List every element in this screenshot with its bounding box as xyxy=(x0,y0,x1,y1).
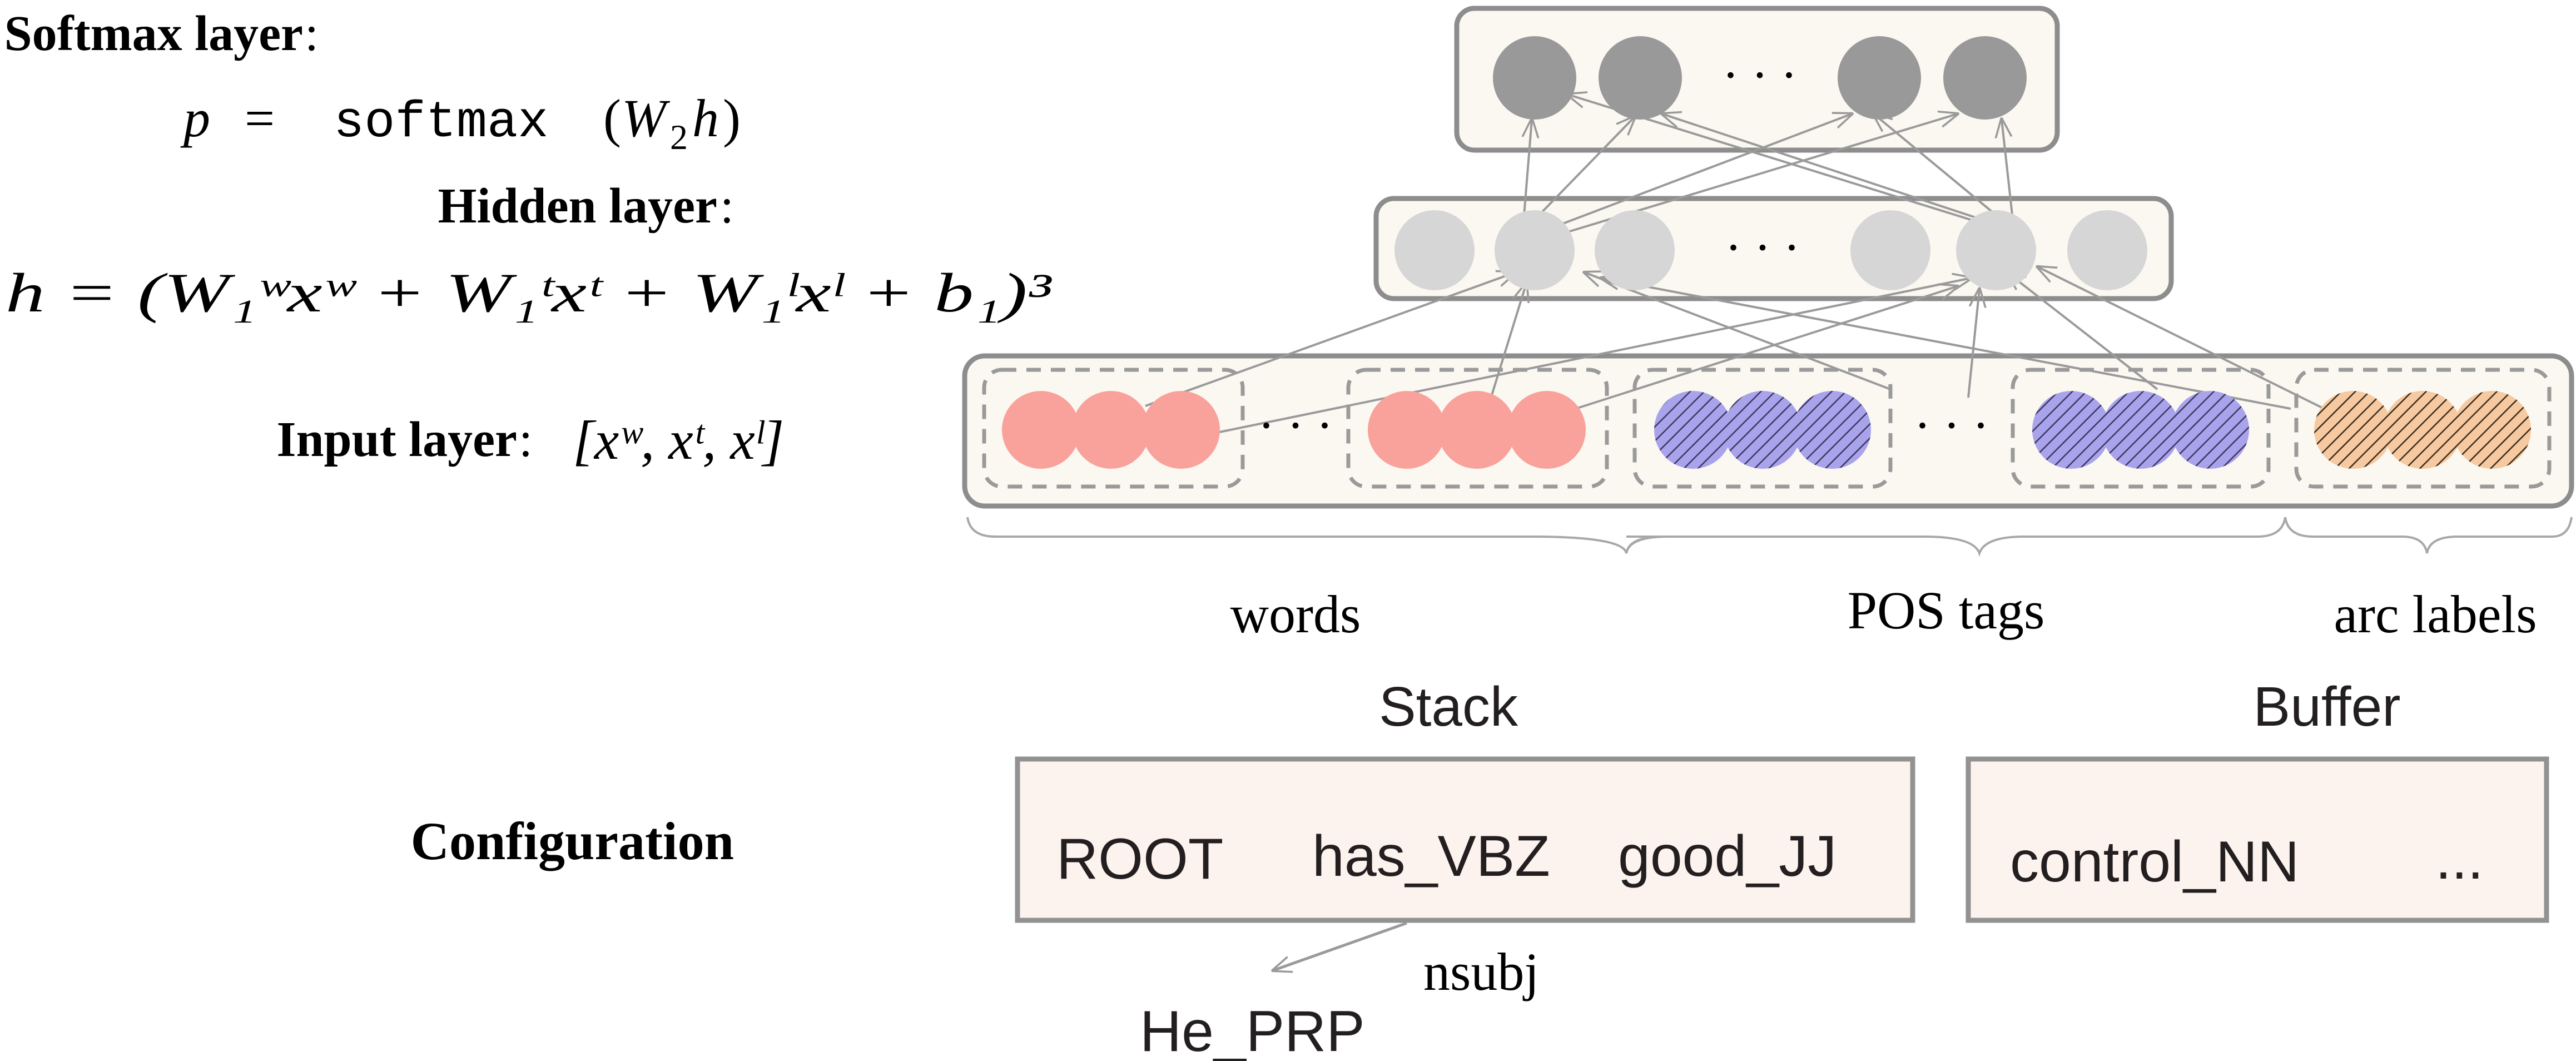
pos-node xyxy=(1654,391,1732,469)
pos-node xyxy=(1793,391,1871,469)
word-node xyxy=(1142,391,1220,469)
pos-node xyxy=(2032,391,2110,469)
pos-group-box-1 xyxy=(1632,368,1893,489)
arc-group-box xyxy=(2294,368,2552,489)
pos-node xyxy=(1724,391,1801,469)
arc-node xyxy=(2384,391,2461,469)
softmax-ellipsis: · · · xyxy=(1723,48,1798,103)
stack-item: ROOT xyxy=(1056,827,1223,891)
svg-text:2: 2 xyxy=(670,117,688,157)
svg-text:=: = xyxy=(245,88,275,148)
input-vector: [xʷ, xᵗ, xˡ] xyxy=(573,409,784,471)
connections-input-to-hidden xyxy=(1145,267,2325,440)
softmax-equation: p = softmax ( W 2 h ) xyxy=(180,88,741,157)
stack-box xyxy=(1015,756,1915,923)
arc-label-nsubj: nsubj xyxy=(1423,942,1539,1001)
softmax-layer-title: Softmax layer xyxy=(4,6,303,61)
arc-labels-group-label: arc labels xyxy=(2334,584,2537,644)
word-node xyxy=(1508,391,1586,469)
dependent-word: He_PRP xyxy=(1140,999,1365,1061)
hidden-node xyxy=(1956,210,2036,290)
word-group-box-2 xyxy=(1346,368,1609,489)
pos-node xyxy=(2171,391,2249,469)
hidden-layer-colon: : xyxy=(720,179,734,234)
nsubj-arc xyxy=(1273,921,1407,970)
hidden-node xyxy=(1394,210,1475,290)
words-group-label: words xyxy=(1230,584,1361,644)
pos-tags-brace xyxy=(1625,517,2286,557)
softmax-nodes xyxy=(1493,36,2027,120)
hidden-node xyxy=(1495,210,1575,290)
stack-label: Stack xyxy=(1379,676,1518,738)
arc-node xyxy=(2314,391,2392,469)
input-ellipsis-pos: · · · xyxy=(1914,398,1989,453)
svg-text:W: W xyxy=(622,88,671,148)
pos-group-box-2 xyxy=(2011,368,2271,489)
arc-node xyxy=(2453,391,2531,469)
input-groups xyxy=(982,368,2552,489)
svg-text:softmax: softmax xyxy=(334,93,548,152)
pos-input-nodes xyxy=(1654,391,2249,469)
word-group-box-1 xyxy=(982,368,1245,489)
configuration-title: Configuration xyxy=(411,811,734,871)
input-layer-title: Input layer xyxy=(276,412,517,467)
buffer-label: Buffer xyxy=(2254,676,2401,738)
hidden-node xyxy=(1850,210,1930,290)
arc-input-nodes xyxy=(2314,391,2531,469)
hidden-layer-title: Hidden layer xyxy=(438,179,717,234)
hidden-node xyxy=(2067,210,2147,290)
word-node xyxy=(1368,391,1446,469)
buffer-item: control_NN xyxy=(2010,830,2299,894)
svg-text:(: ( xyxy=(603,88,621,148)
softmax-node xyxy=(1599,36,1682,120)
word-node xyxy=(1438,391,1516,469)
arc-labels-brace xyxy=(2284,517,2573,554)
buffer-box xyxy=(1965,756,2549,923)
input-layer-colon: : xyxy=(519,412,533,467)
buffer-item: ... xyxy=(2435,827,2484,891)
word-node xyxy=(1002,391,1080,469)
pos-node xyxy=(2102,391,2180,469)
words-brace xyxy=(966,517,1669,554)
hidden-ellipsis: · · · xyxy=(1725,220,1800,275)
word-input-nodes xyxy=(1002,391,1586,469)
word-node xyxy=(1072,391,1150,469)
softmax-layer-colon: : xyxy=(305,6,319,61)
svg-text:): ) xyxy=(723,88,741,148)
softmax-node xyxy=(1943,36,2027,120)
hidden-node xyxy=(1595,210,1675,290)
softmax-node xyxy=(1838,36,1921,120)
svg-text:h: h xyxy=(692,88,719,148)
hidden-equation: h = (W₁ʷxʷ + W₁ᵗxᵗ + W₁ˡxˡ + b₁)³ xyxy=(6,262,1053,324)
hidden-nodes xyxy=(1394,210,2147,290)
stack-item: good_JJ xyxy=(1618,824,1837,889)
svg-text:p: p xyxy=(180,88,210,148)
stack-item: has_VBZ xyxy=(1312,824,1550,889)
input-ellipsis-words: · · · xyxy=(1258,398,1333,453)
softmax-node xyxy=(1493,36,1576,120)
pos-tags-group-label: POS tags xyxy=(1848,581,2045,640)
